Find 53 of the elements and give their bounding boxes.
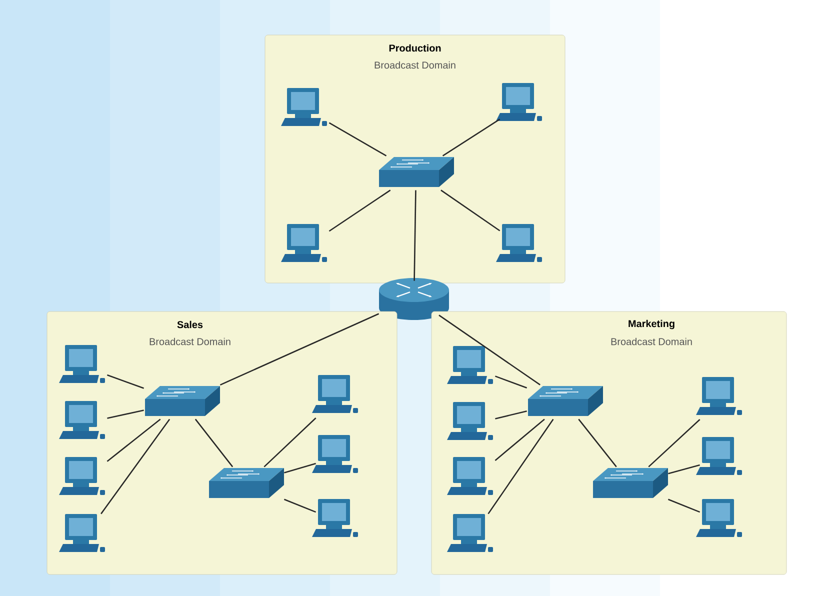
network-cable bbox=[328, 190, 391, 232]
network-cable bbox=[194, 418, 234, 468]
computer-icon bbox=[447, 346, 493, 384]
network-cable bbox=[578, 418, 617, 468]
computer-icon bbox=[696, 499, 742, 537]
panel-subtitle: Broadcast Domain bbox=[611, 338, 692, 346]
computer-icon bbox=[281, 88, 327, 126]
network-cable bbox=[328, 122, 387, 156]
network-cable bbox=[107, 410, 144, 419]
computer-icon bbox=[59, 401, 105, 439]
computer-icon bbox=[312, 375, 358, 413]
computer-icon bbox=[59, 457, 105, 495]
network-cable bbox=[648, 419, 700, 468]
computer-icon bbox=[447, 457, 493, 495]
computer-icon bbox=[496, 83, 542, 121]
network-cable bbox=[668, 498, 700, 513]
network-cable bbox=[494, 376, 528, 388]
network-cable bbox=[264, 418, 316, 468]
network-cable bbox=[414, 190, 416, 281]
panel-subtitle: Broadcast Domain bbox=[150, 338, 230, 346]
panel-title: Marketing bbox=[628, 320, 674, 330]
network-cable bbox=[668, 464, 700, 474]
network-cable bbox=[488, 418, 554, 514]
network-cable bbox=[495, 410, 527, 420]
domain-panel bbox=[264, 34, 566, 284]
network-cable bbox=[440, 190, 500, 232]
network-cable bbox=[438, 314, 540, 386]
computer-icon bbox=[696, 377, 742, 415]
computer-icon bbox=[696, 437, 742, 475]
network-cable bbox=[284, 498, 316, 513]
network-cable bbox=[106, 418, 161, 462]
computer-icon bbox=[312, 499, 358, 537]
switch-icon bbox=[209, 468, 284, 498]
panel-title: Production bbox=[389, 44, 441, 52]
computer-icon bbox=[59, 514, 105, 552]
switch-icon bbox=[528, 386, 603, 416]
switch-icon bbox=[593, 468, 668, 498]
switch-icon bbox=[145, 386, 220, 416]
computer-icon bbox=[447, 514, 493, 552]
network-cable bbox=[106, 374, 144, 389]
computer-icon bbox=[59, 345, 105, 383]
network-cable bbox=[220, 313, 380, 386]
network-cable bbox=[494, 418, 545, 461]
network-cable bbox=[284, 462, 316, 474]
panel-subtitle: Broadcast Domain bbox=[374, 61, 456, 69]
network-cable bbox=[100, 418, 170, 514]
network-cable bbox=[442, 118, 500, 156]
panel-title: Sales bbox=[177, 320, 203, 328]
computer-icon bbox=[496, 224, 542, 262]
switch-icon bbox=[379, 157, 454, 187]
computer-icon bbox=[312, 435, 358, 473]
computer-icon bbox=[447, 402, 493, 440]
computer-icon bbox=[281, 224, 327, 262]
